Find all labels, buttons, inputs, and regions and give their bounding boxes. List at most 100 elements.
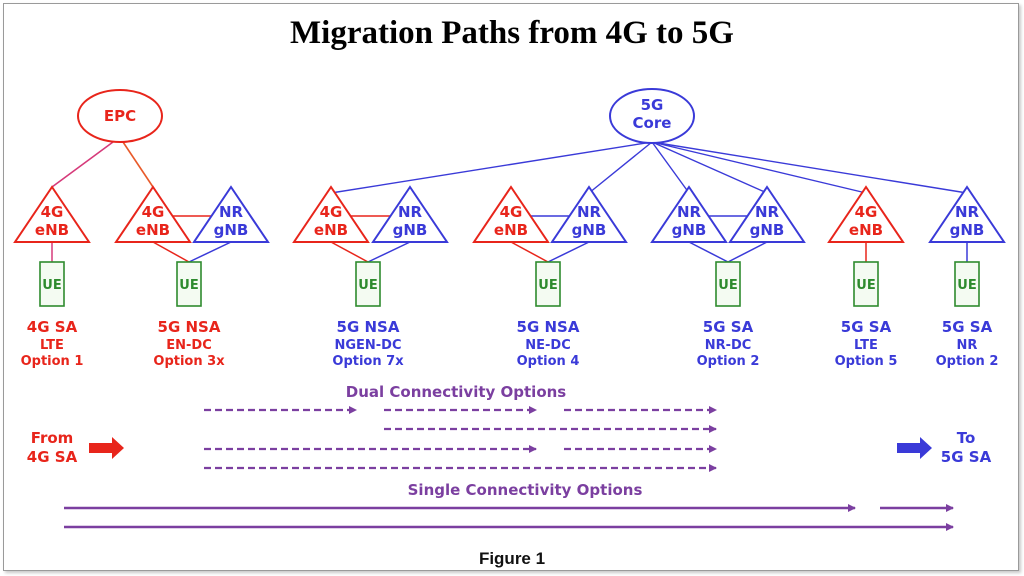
gnb-triangle — [928, 185, 1006, 243]
gnb-triangle — [550, 185, 628, 243]
ue-box — [715, 261, 741, 307]
node-label-line1: NR — [398, 203, 423, 221]
option-number: Option 2 — [697, 354, 760, 369]
gnb-ue-link — [547, 241, 590, 263]
node-label-line2: gNB — [750, 221, 785, 239]
ue-device: UE — [715, 261, 741, 307]
ue-box — [853, 261, 879, 307]
figure-caption: Figure 1 — [479, 549, 545, 568]
ue-device: UE — [853, 261, 879, 307]
ue-label: UE — [358, 278, 377, 293]
node-label-line2: eNB — [494, 221, 528, 239]
enb-ue-link — [510, 241, 549, 263]
node-label-line1: NR — [677, 203, 702, 221]
node-label-line1: 4G — [41, 203, 64, 221]
node-label-line1: 4G — [500, 203, 523, 221]
option-mode: EN-DC — [166, 338, 212, 353]
ue-box — [535, 261, 561, 307]
ue-box — [39, 261, 65, 307]
option-arch: 5G NSA — [517, 318, 580, 336]
5g-core-label-line1: 5G — [641, 96, 664, 114]
node-label-line1: NR — [219, 203, 244, 221]
node-label-line2: eNB — [849, 221, 883, 239]
core-gnb-opt2a-link — [651, 141, 690, 194]
gnb-ue-link — [367, 241, 411, 263]
node-label-line1: 4G — [855, 203, 878, 221]
gnb-triangle — [728, 185, 806, 243]
node-label-line1: 4G — [142, 203, 165, 221]
node-label-line1: NR — [755, 203, 780, 221]
option-number: Option 2 — [936, 354, 999, 369]
ue-label: UE — [957, 278, 976, 293]
core-gnb-opt2c-link — [651, 141, 968, 194]
option-number: Option 7x — [332, 354, 404, 369]
ue-box — [954, 261, 980, 307]
core-enb-opt5-link — [651, 141, 867, 194]
option-mode: NR-DC — [705, 338, 752, 353]
option-arch: 4G SA — [27, 318, 78, 336]
to-label-line1: To — [957, 429, 976, 447]
option-number: Option 4 — [517, 354, 580, 369]
node-label-line1: NR — [577, 203, 602, 221]
option-number: Option 3x — [153, 354, 225, 369]
from-label-line2: 4G SA — [27, 448, 78, 466]
node-label-line1: NR — [955, 203, 980, 221]
option-number: Option 5 — [835, 354, 898, 369]
option-arch: 5G NSA — [158, 318, 221, 336]
ue-device: UE — [954, 261, 980, 307]
connection-lines — [51, 141, 968, 263]
enb-triangle — [827, 185, 905, 243]
option-arch: 5G SA — [841, 318, 892, 336]
node-label-line2: gNB — [393, 221, 428, 239]
ue-device: UE — [39, 261, 65, 307]
option-arch: 5G SA — [703, 318, 754, 336]
enb-ue-link — [330, 241, 369, 263]
ue-label: UE — [538, 278, 557, 293]
option-mode: NR — [957, 338, 978, 353]
enb-triangle — [472, 185, 550, 243]
option-mode: NGEN-DC — [334, 338, 401, 353]
core-gnb-opt7x-link — [330, 141, 653, 194]
ue-device: UE — [535, 261, 561, 307]
node-label-line2: eNB — [136, 221, 170, 239]
dual-connectivity-arrows — [204, 406, 717, 472]
gnb-triangle — [192, 185, 270, 243]
option-arch: 5G SA — [942, 318, 993, 336]
gnb-ue-link — [727, 241, 768, 263]
epc-enb2-link — [122, 141, 154, 188]
gnb-ue-link — [688, 241, 729, 263]
node-label-line2: gNB — [572, 221, 607, 239]
ue-device: UE — [355, 261, 381, 307]
ue-label: UE — [856, 278, 875, 293]
option-arch: 5G NSA — [337, 318, 400, 336]
node-label-line2: eNB — [314, 221, 348, 239]
node-label-line1: 4G — [320, 203, 343, 221]
gnb-triangle — [650, 185, 728, 243]
node-label-line2: gNB — [950, 221, 985, 239]
option-number: Option 1 — [21, 354, 84, 369]
figure-frame — [3, 3, 1019, 571]
5g-core-label-line2: Core — [633, 114, 672, 132]
5g-core-node: 5G Core — [609, 88, 695, 144]
to-arrow-icon — [897, 437, 932, 459]
gnb-ue-link — [188, 241, 232, 263]
core-gnb-opt4-link — [588, 141, 653, 194]
